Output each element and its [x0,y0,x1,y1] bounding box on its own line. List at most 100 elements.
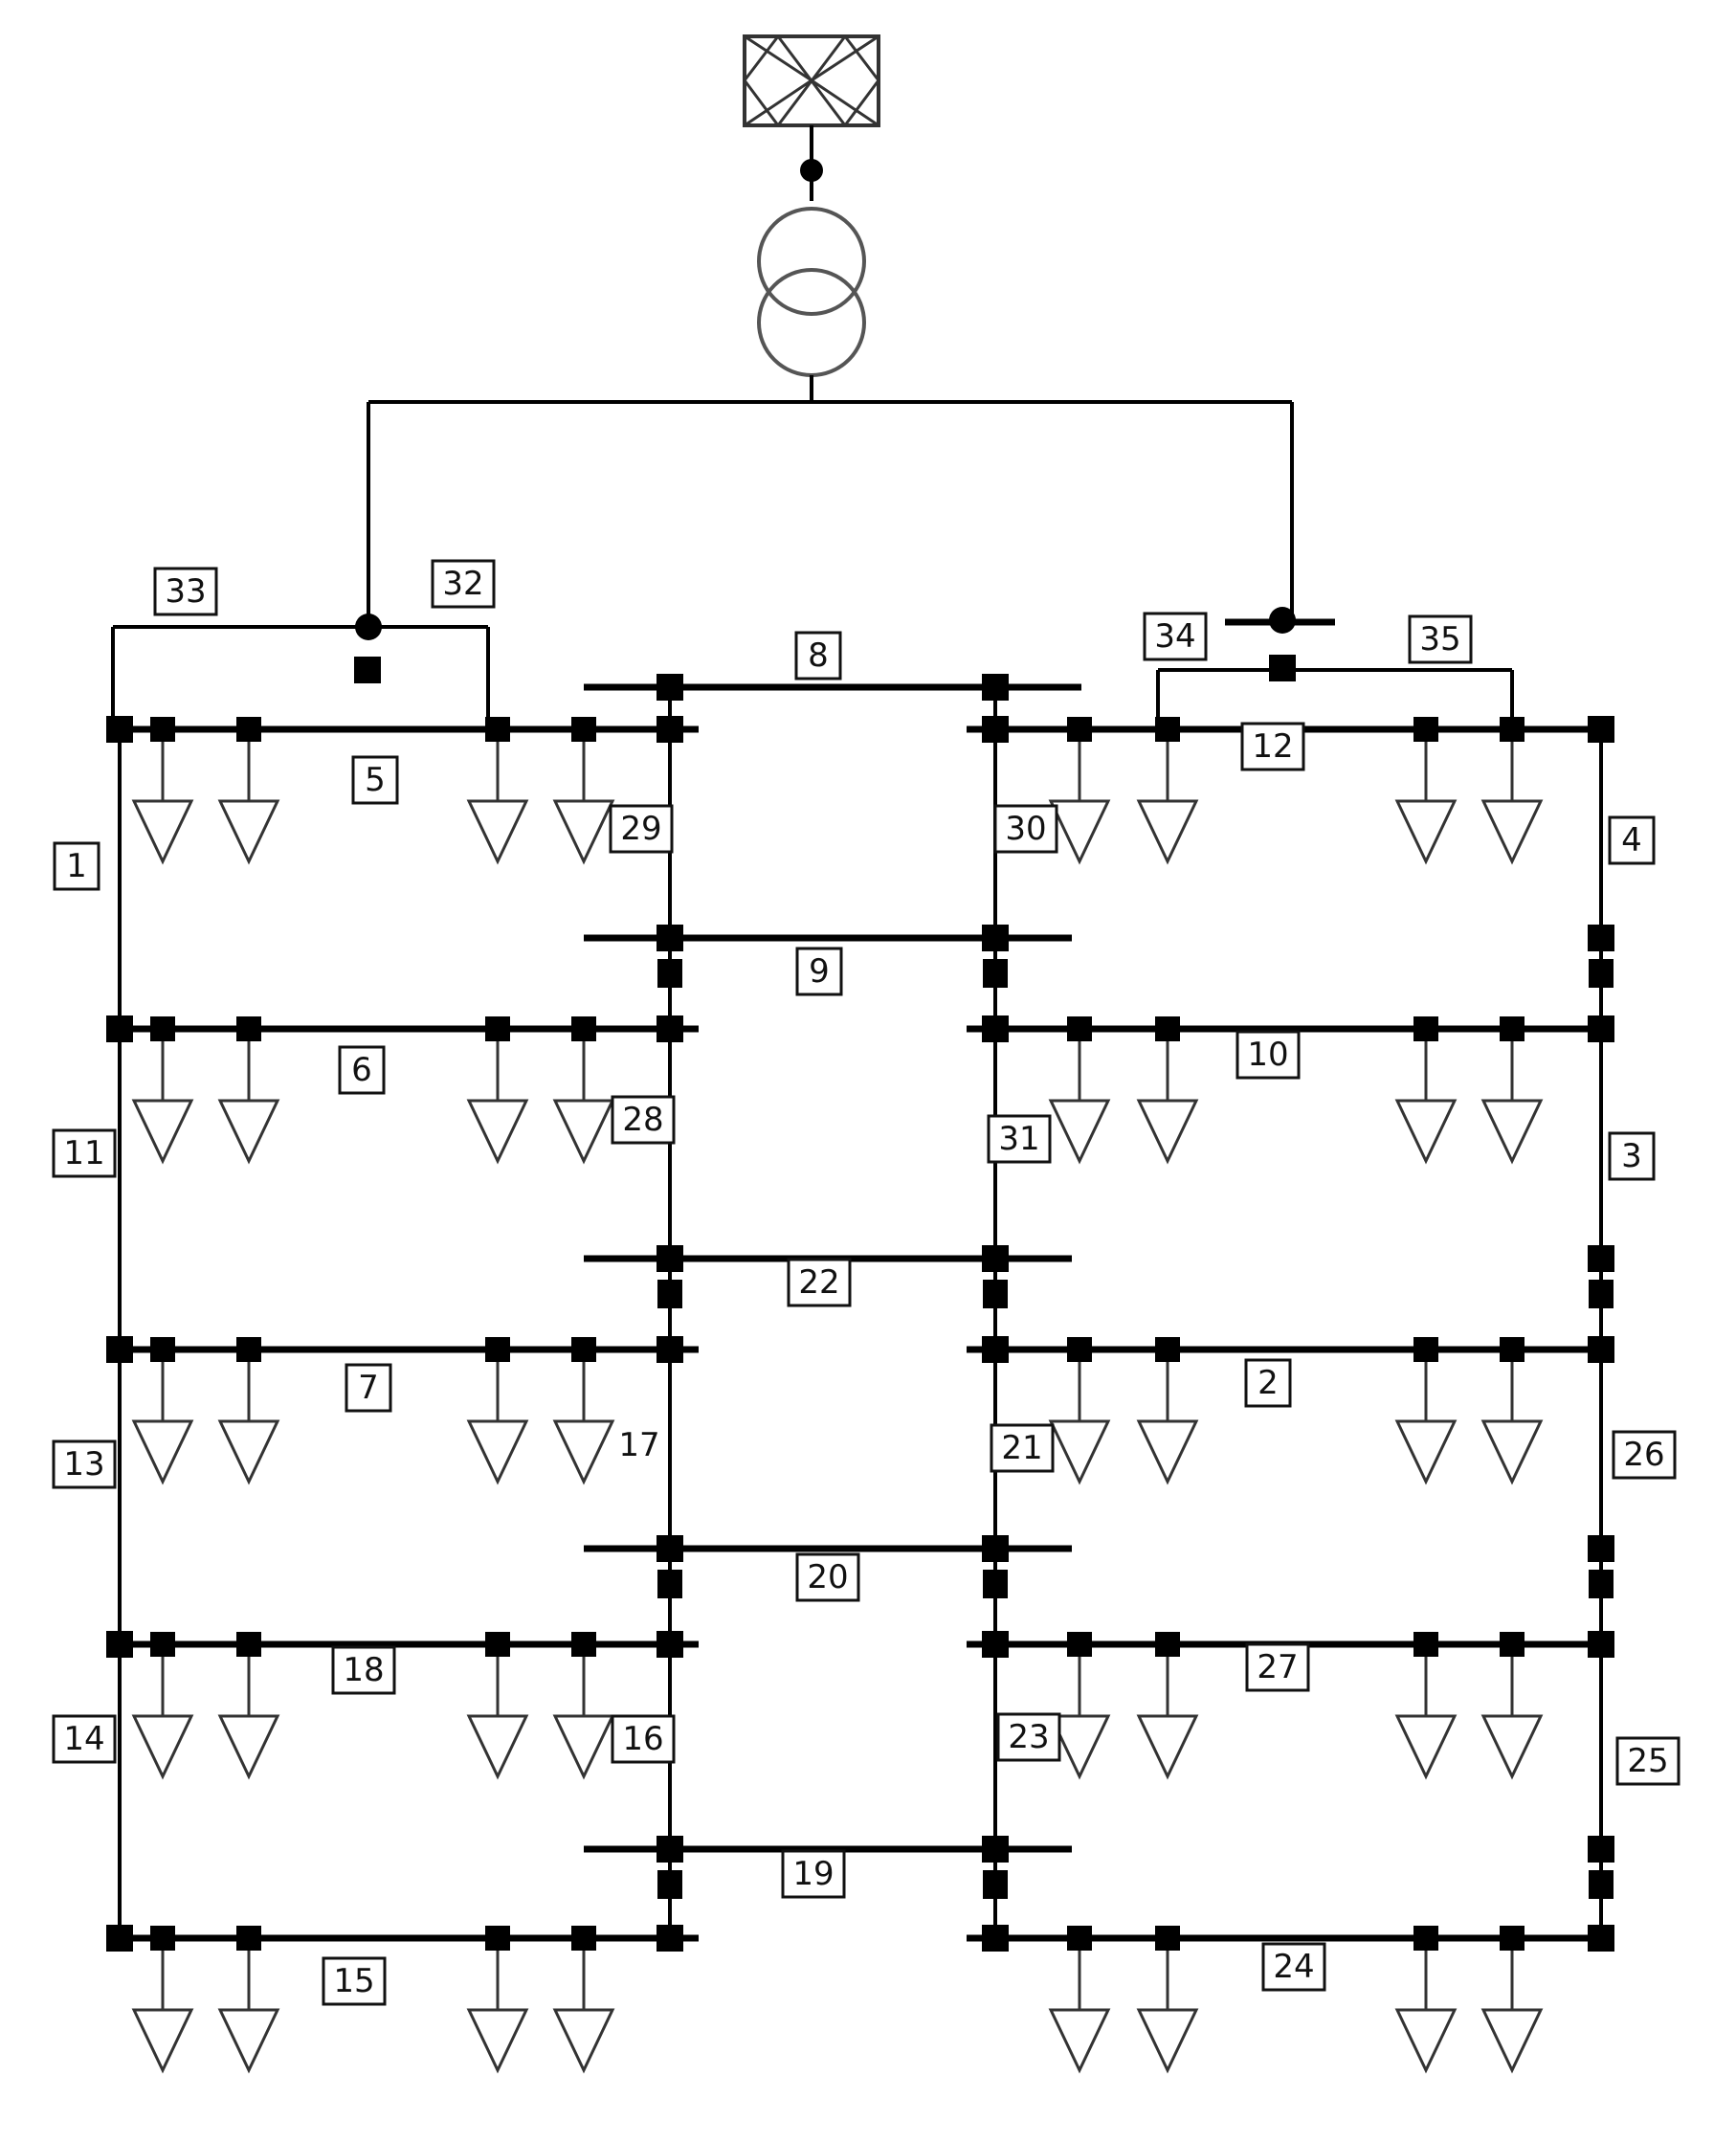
section-label-text: 7 [358,1369,379,1407]
node-dot [982,1535,1009,1562]
section-label-text: 9 [809,952,830,991]
node-dot [1413,717,1438,742]
section-label-4: 4 [1608,815,1656,865]
section-label-text: 21 [1001,1429,1042,1467]
section-label-text: 25 [1627,1742,1668,1780]
node-dot [236,1337,261,1362]
node-dot [1067,1016,1092,1041]
node-dot [106,1925,133,1952]
node-dot [1500,1632,1525,1657]
section-label-text: 34 [1154,617,1195,656]
node-dot [236,1016,261,1041]
node-dot [571,1337,596,1362]
section-label-text: 5 [365,761,386,799]
load-arrow-icon [1048,1419,1111,1485]
load-arrow-icon [1480,1099,1544,1165]
load-arrow-icon [1048,799,1111,865]
load-arrow-icon [1136,1099,1199,1165]
section-label-text: 8 [808,636,829,675]
node-dot [657,1015,683,1042]
load-arrow-icon [1136,1714,1199,1780]
section-label-10: 10 [1235,1030,1301,1080]
node-dot [657,1280,682,1308]
section-label-27: 27 [1245,1642,1310,1692]
section-label-33: 33 [153,567,218,616]
source-and-transformer [743,34,880,402]
load-arrow-icon [1480,2008,1544,2074]
section-label-text: 22 [798,1263,839,1302]
load-arrow-icon [552,1419,615,1485]
load-arrow-icon [1394,1714,1458,1780]
section-label-16: 16 [611,1714,676,1764]
section-label-text: 4 [1621,821,1642,859]
section-label-text: 24 [1273,1948,1314,1986]
node-dot [1155,1926,1180,1951]
node-dot [106,1631,133,1658]
section-label-32: 32 [431,559,496,609]
load-arrow-icon [466,1419,529,1485]
load-arrow-icon [1136,2008,1199,2074]
section-label-5: 5 [351,755,399,805]
node-dot [1589,1280,1614,1308]
section-label-text: 31 [998,1120,1039,1158]
node-dot [485,1926,510,1951]
node-dot [657,1535,683,1562]
node-dot [983,1870,1008,1899]
node-dot [657,1245,683,1272]
load-arrow-icon [1394,799,1458,865]
node-dot [982,1836,1009,1863]
load-arrow-icon [552,1714,615,1780]
load-arrow-icon [217,1099,280,1165]
nodes [106,607,1614,1952]
node-dot [1500,1337,1525,1362]
node-dot [485,1632,510,1657]
node-dot [1588,1245,1614,1272]
section-label-18: 18 [331,1645,396,1695]
section-label-text: 28 [622,1101,663,1139]
node-dot [571,717,596,742]
section-label-text: 1 [66,847,87,885]
section-label-text: 14 [63,1720,104,1758]
load-arrow-icon [131,2008,194,2074]
node-dot [355,614,382,640]
section-label-3: 3 [1608,1131,1656,1181]
load-arrow-icon [1480,1714,1544,1780]
node-dot [982,1631,1009,1658]
section-label-7: 7 [345,1363,392,1413]
node-dot [485,1016,510,1041]
load-arrow-icon [131,1714,194,1780]
node-dot [1589,1570,1614,1598]
section-label-25: 25 [1615,1736,1680,1786]
node-dot [106,1015,133,1042]
node-dot [571,1016,596,1041]
node-dot [1588,1535,1614,1562]
node-dot [1413,1016,1438,1041]
node-dot [1588,1631,1614,1658]
node-dot [150,1632,175,1657]
node-dot [657,1336,683,1363]
load-arrow-icon [466,1714,529,1780]
section-label-30: 30 [993,804,1058,854]
node-dot [150,717,175,742]
node-dot [1588,925,1614,951]
node-dot [1588,1015,1614,1042]
node-dot [150,1926,175,1951]
section-label-text: 16 [622,1720,663,1758]
section-label-text: 26 [1623,1436,1664,1474]
node-dot [1589,1870,1614,1899]
node-dot [982,1336,1009,1363]
node-dot [1269,655,1296,681]
load-arrow-icon [1480,1419,1544,1485]
section-label-15: 15 [322,1956,387,2006]
section-label-35: 35 [1408,614,1473,664]
node-dot [1413,1632,1438,1657]
load-arrow-icon [552,2008,615,2074]
section-label-text: 11 [63,1134,104,1172]
load-arrow-icon [1136,799,1199,865]
node-dot [982,674,1009,701]
node-dot [106,716,133,743]
bus-bars [110,618,1611,1942]
section-label-text: 15 [333,1962,374,2000]
node-dot [236,1632,261,1657]
